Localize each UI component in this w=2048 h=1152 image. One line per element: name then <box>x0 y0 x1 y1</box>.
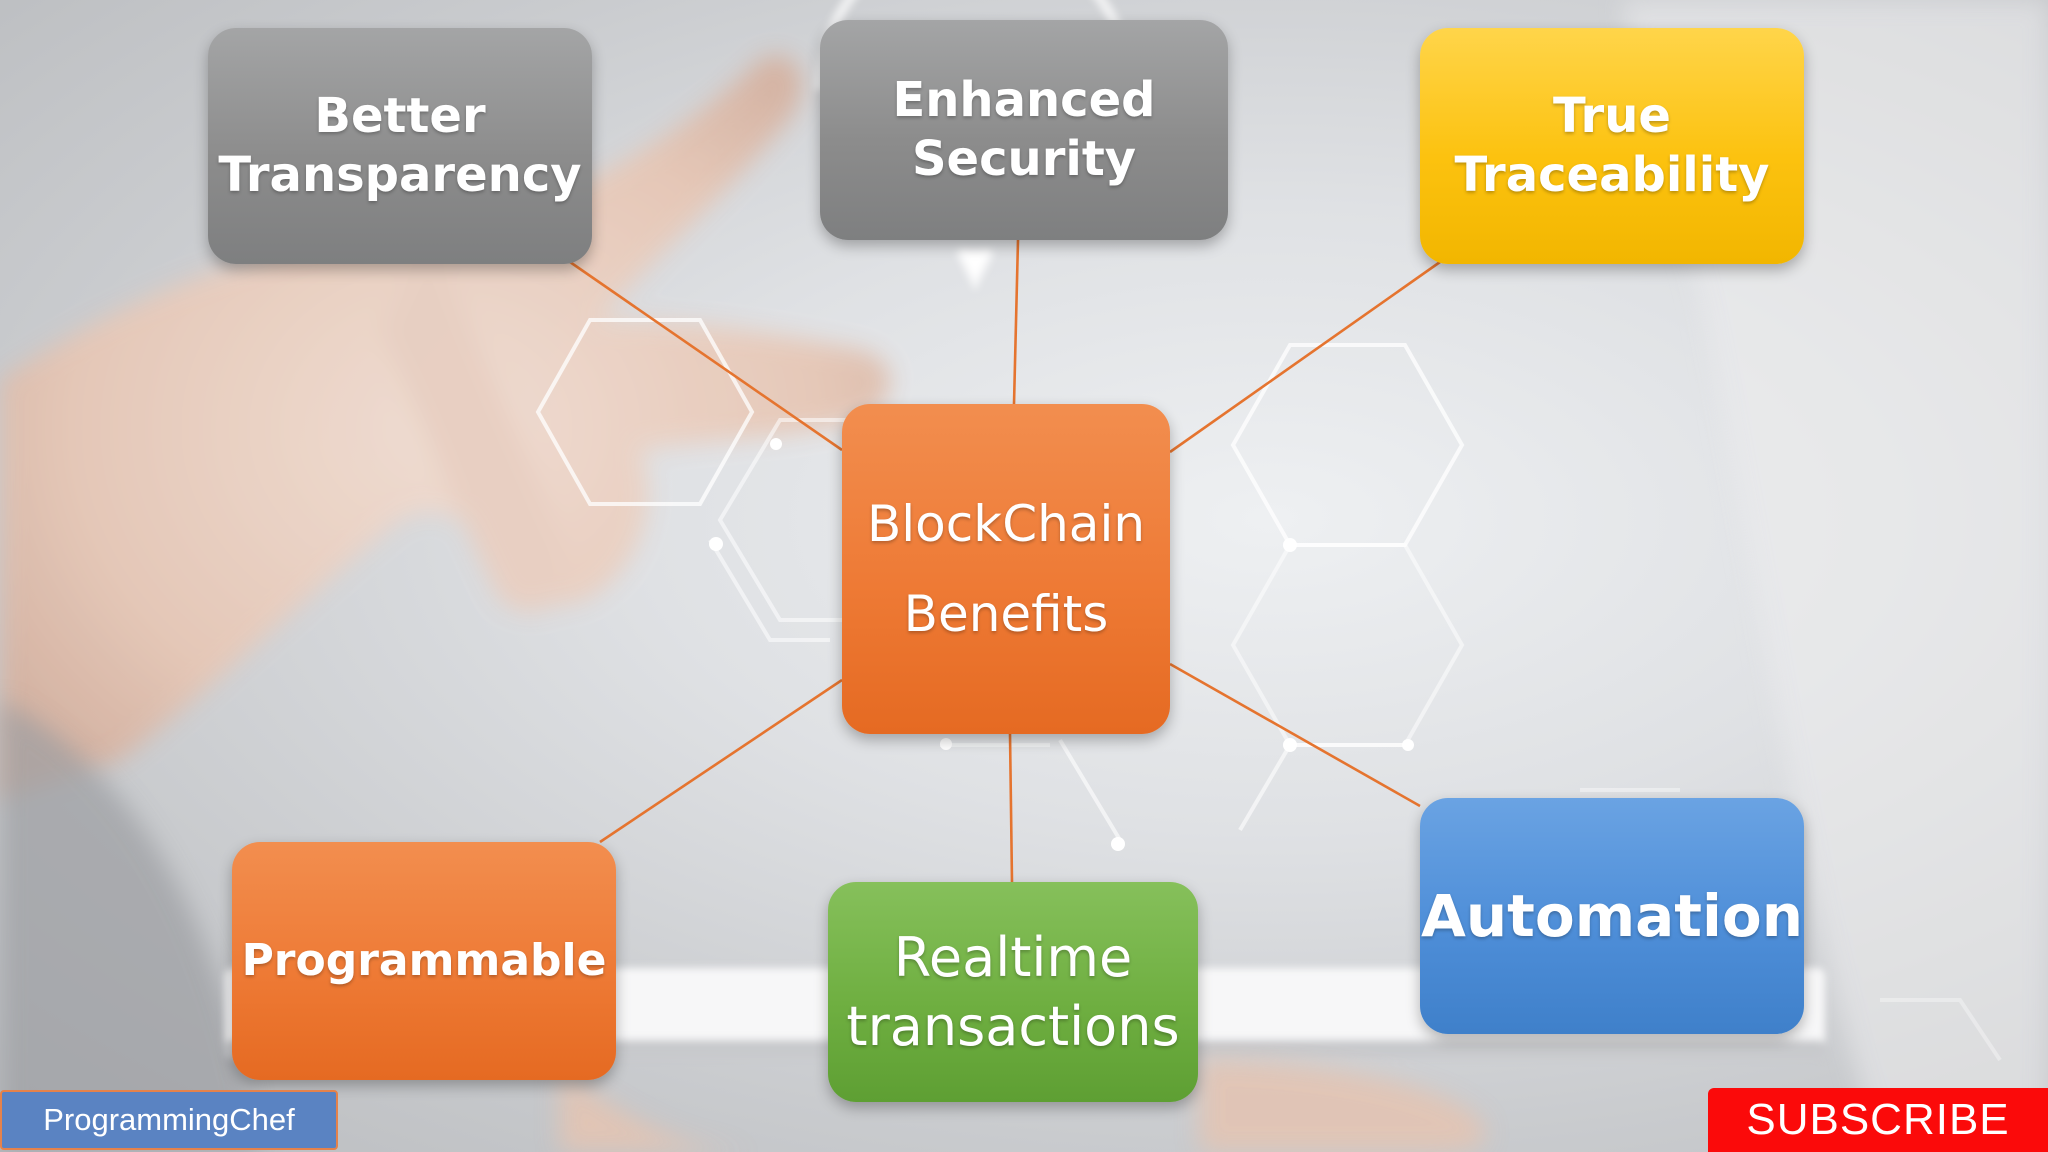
benefit-box-traceability: True Traceability <box>1420 28 1804 264</box>
benefit-label-line2: Transparency <box>218 147 582 203</box>
connector-realtime <box>1008 733 1014 883</box>
center-label-line1: BlockChain <box>866 495 1146 553</box>
benefit-box-realtime: Realtime transactions <box>828 882 1198 1102</box>
center-label-line2: Benefits <box>903 585 1109 643</box>
benefit-label-line2: Security <box>911 131 1137 187</box>
benefit-box-programmable: Programmable <box>232 842 616 1080</box>
benefit-label-line1: Automation <box>1420 881 1804 950</box>
benefit-label-line2: Traceability <box>1454 147 1770 203</box>
connector-traceability <box>1169 260 1441 454</box>
benefit-label-line2: transactions <box>846 995 1180 1058</box>
network-dots <box>709 438 1414 851</box>
benefit-label-line1: Better <box>314 88 486 145</box>
connector-security <box>1012 239 1020 405</box>
connector-programmable <box>599 678 843 844</box>
connector-automation <box>1169 662 1421 808</box>
benefit-label-line1: Programmable <box>241 935 607 987</box>
benefit-label-line1: Enhanced <box>892 72 1156 129</box>
connector-transparency <box>569 260 843 452</box>
channel-name-tag: ProgrammingChef <box>0 1090 338 1150</box>
benefit-box-security: Enhanced Security <box>820 20 1228 240</box>
subscribe-button[interactable]: SUBSCRIBE <box>1708 1088 2048 1152</box>
hand-image <box>0 55 890 800</box>
benefit-box-transparency: Better Transparency <box>208 28 592 264</box>
benefit-label-line1: True <box>1553 88 1671 145</box>
center-box-blockchain-benefits: BlockChain Benefits <box>842 404 1170 734</box>
benefit-label-line1: Realtime <box>893 925 1133 989</box>
benefit-box-automation: Automation <box>1420 798 1804 1034</box>
